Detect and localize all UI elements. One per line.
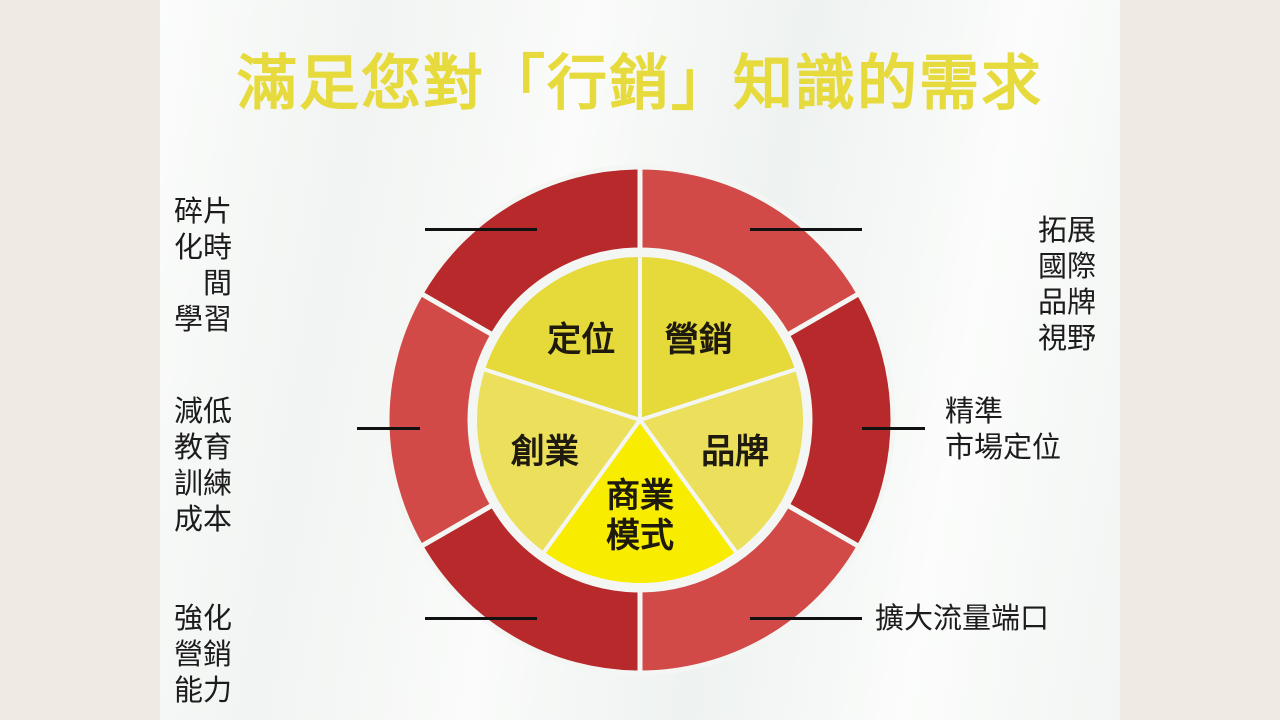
label-reduce-training-cost: 減低教育 訓練成本 <box>160 393 232 537</box>
label-line: 碎片化時間 <box>173 194 232 300</box>
inner-slice-label: 商業 <box>606 476 674 516</box>
label-line: 學習 <box>173 302 232 336</box>
label-international-brand: 拓展國際 品牌視野 <box>1038 212 1120 356</box>
label-line: 拓展國際 <box>1038 213 1097 283</box>
inner-pie-slice <box>540 416 740 587</box>
connector-line <box>425 228 537 231</box>
connector-line <box>357 427 420 430</box>
label-strengthen-marketing: 強化營銷能力 <box>160 600 232 708</box>
inner-slice-label: 創業 <box>511 432 579 472</box>
connector-line <box>425 617 537 620</box>
slide: 滿足您對「行銷」知識的需求 定位 營銷品牌商業模式 創業 碎片化時間 學習 減低教育… <box>160 0 1120 720</box>
inner-pie-slice <box>636 366 807 557</box>
slide-title: 滿足您對「行銷」知識的需求 <box>237 49 1043 119</box>
inner-slice-label: 品牌 <box>701 432 769 472</box>
inner-slice-label: 定位 <box>547 320 615 360</box>
connector-line <box>750 617 862 620</box>
inner-pie-slice <box>473 366 644 557</box>
label-line: 品牌視野 <box>1038 285 1097 355</box>
connector-line <box>750 228 862 231</box>
label-expand-traffic: 擴大流量端口 <box>875 600 1049 636</box>
inner-pie-slice <box>480 252 642 423</box>
label-line: 減低教育 <box>173 394 232 464</box>
inner-slice-label: 營銷 <box>665 320 733 360</box>
inner-slice-label: 模式 <box>606 516 674 556</box>
connector-line <box>862 427 925 430</box>
label-line: 強化營銷能力 <box>173 601 232 707</box>
label-precise-positioning: 精準 市場定位 <box>945 393 1061 465</box>
label-line: 擴大流量端口 <box>875 601 1050 635</box>
label-line: 市場定位 <box>945 430 1062 464</box>
label-line: 訓練成本 <box>173 466 232 536</box>
inner-pie-slice <box>638 252 800 423</box>
label-line: 精準 <box>945 394 1004 428</box>
label-fragmented-learning: 碎片化時間 學習 <box>160 193 232 337</box>
